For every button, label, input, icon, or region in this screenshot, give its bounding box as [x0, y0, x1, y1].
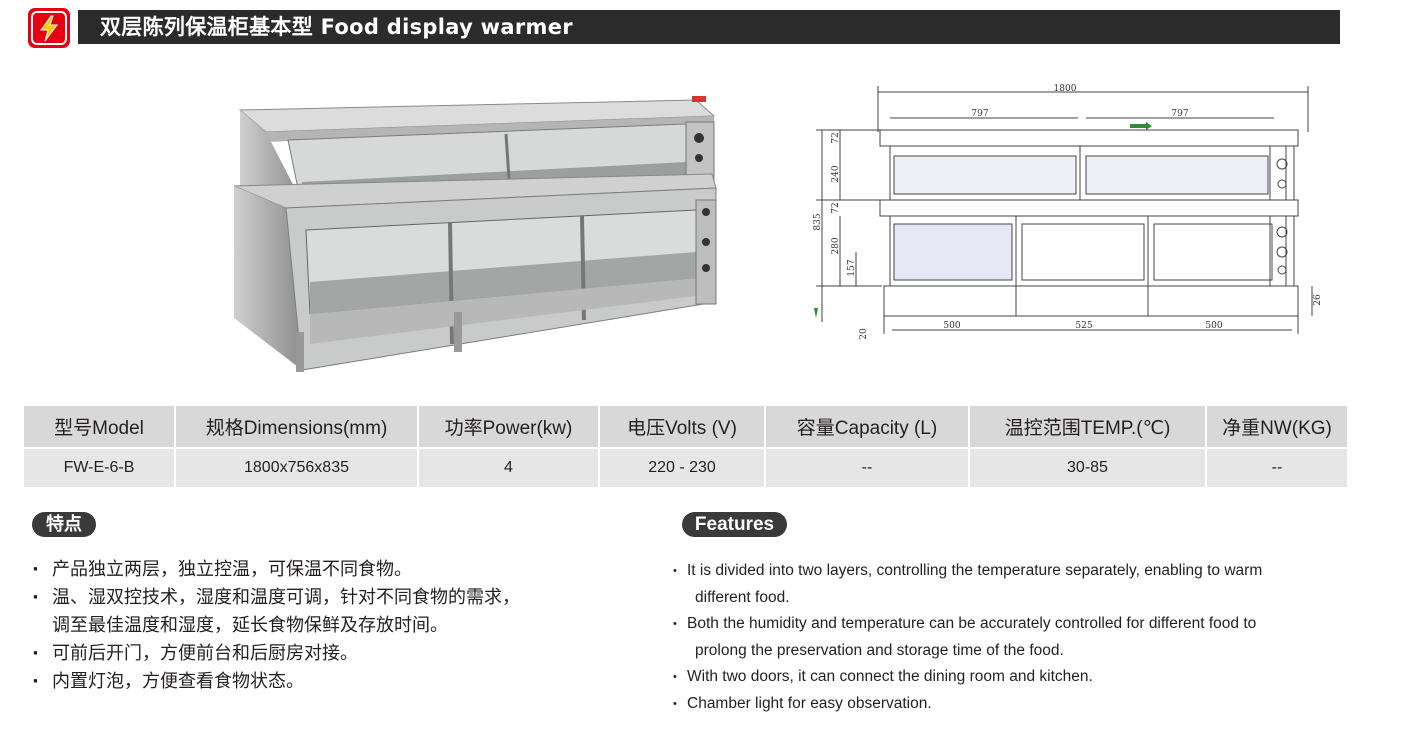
header-capacity: 容量Capacity (L): [765, 406, 970, 448]
list-item: 温、湿双控技术，湿度和温度可调，针对不同食物的需求，调至最佳温度和湿度，延长食物…: [30, 584, 630, 640]
header-bar: [78, 10, 1340, 44]
table-row: FW-E-6-B 1800x756x835 4 220 - 230 -- 30-…: [24, 447, 1347, 487]
dim-top-right: 797: [1171, 109, 1188, 119]
cell-model: FW-E-6-B: [24, 447, 176, 487]
header-power: 功率Power(kw): [418, 406, 600, 448]
dim-h1: 72: [831, 132, 841, 143]
product-photo: [233, 96, 717, 372]
dim-side: 26: [1313, 294, 1323, 306]
header-temp: 温控范围TEMP.(℃): [969, 406, 1207, 448]
list-item: Chamber light for easy observation.: [673, 691, 1373, 718]
table-header-row: 型号Model 规格Dimensions(mm) 功率Power(kw) 电压V…: [24, 406, 1347, 448]
cell-dimensions: 1800x756x835: [175, 447, 419, 487]
header-weight: 净重NW(KG): [1206, 406, 1347, 448]
spec-table: 型号Model 规格Dimensions(mm) 功率Power(kw) 电压V…: [24, 406, 1347, 487]
features-cn-title: 特点: [32, 512, 96, 537]
features-cn-list: 产品独立两层，独立控温，可保温不同食物。 温、湿双控技术，湿度和温度可调，针对不…: [30, 556, 630, 696]
list-item: 产品独立两层，独立控温，可保温不同食物。: [30, 556, 630, 584]
header-dimensions: 规格Dimensions(mm): [175, 406, 419, 448]
list-item: 内置灯泡，方便查看食物状态。: [30, 668, 630, 696]
list-item: Both the humidity and temperature can be…: [673, 611, 1373, 664]
dim-base-mid: 525: [1075, 321, 1092, 331]
header-model: 型号Model: [24, 406, 176, 448]
cell-capacity: --: [765, 447, 970, 487]
list-item: With two doors, it can connect the dinin…: [673, 664, 1373, 691]
dim-h3: 72: [831, 202, 841, 213]
header-volts: 电压Volts (V): [599, 406, 766, 448]
lightning-icon: [28, 8, 70, 48]
dim-base-right: 500: [1205, 321, 1222, 331]
dim-h2: 240: [831, 165, 841, 182]
features-en-list: It is divided into two layers, controlli…: [673, 558, 1373, 717]
page-title: 双层陈列保温柜基本型 Food display warmer: [100, 15, 573, 39]
features-en-title: Features: [682, 512, 787, 537]
dim-total-width: 1800: [1054, 84, 1077, 94]
cell-power: 4: [418, 447, 600, 487]
dim-h4: 280: [831, 237, 841, 254]
list-item: 可前后开门，方便前台和后厨房对接。: [30, 640, 630, 668]
cell-volts: 220 - 230: [599, 447, 766, 487]
list-item: It is divided into two layers, controlli…: [673, 558, 1373, 611]
dim-height-total: 835: [813, 213, 823, 230]
dim-base-left: 500: [943, 321, 960, 331]
technical-drawing: 1800 797 797 835 72 240 72 280 157 20 50…: [813, 84, 1323, 340]
dim-h5: 157: [847, 259, 857, 276]
cell-weight: --: [1206, 447, 1347, 487]
dim-top-left: 797: [971, 109, 988, 119]
cell-temp: 30-85: [969, 447, 1207, 487]
dim-foot: 20: [859, 328, 869, 340]
